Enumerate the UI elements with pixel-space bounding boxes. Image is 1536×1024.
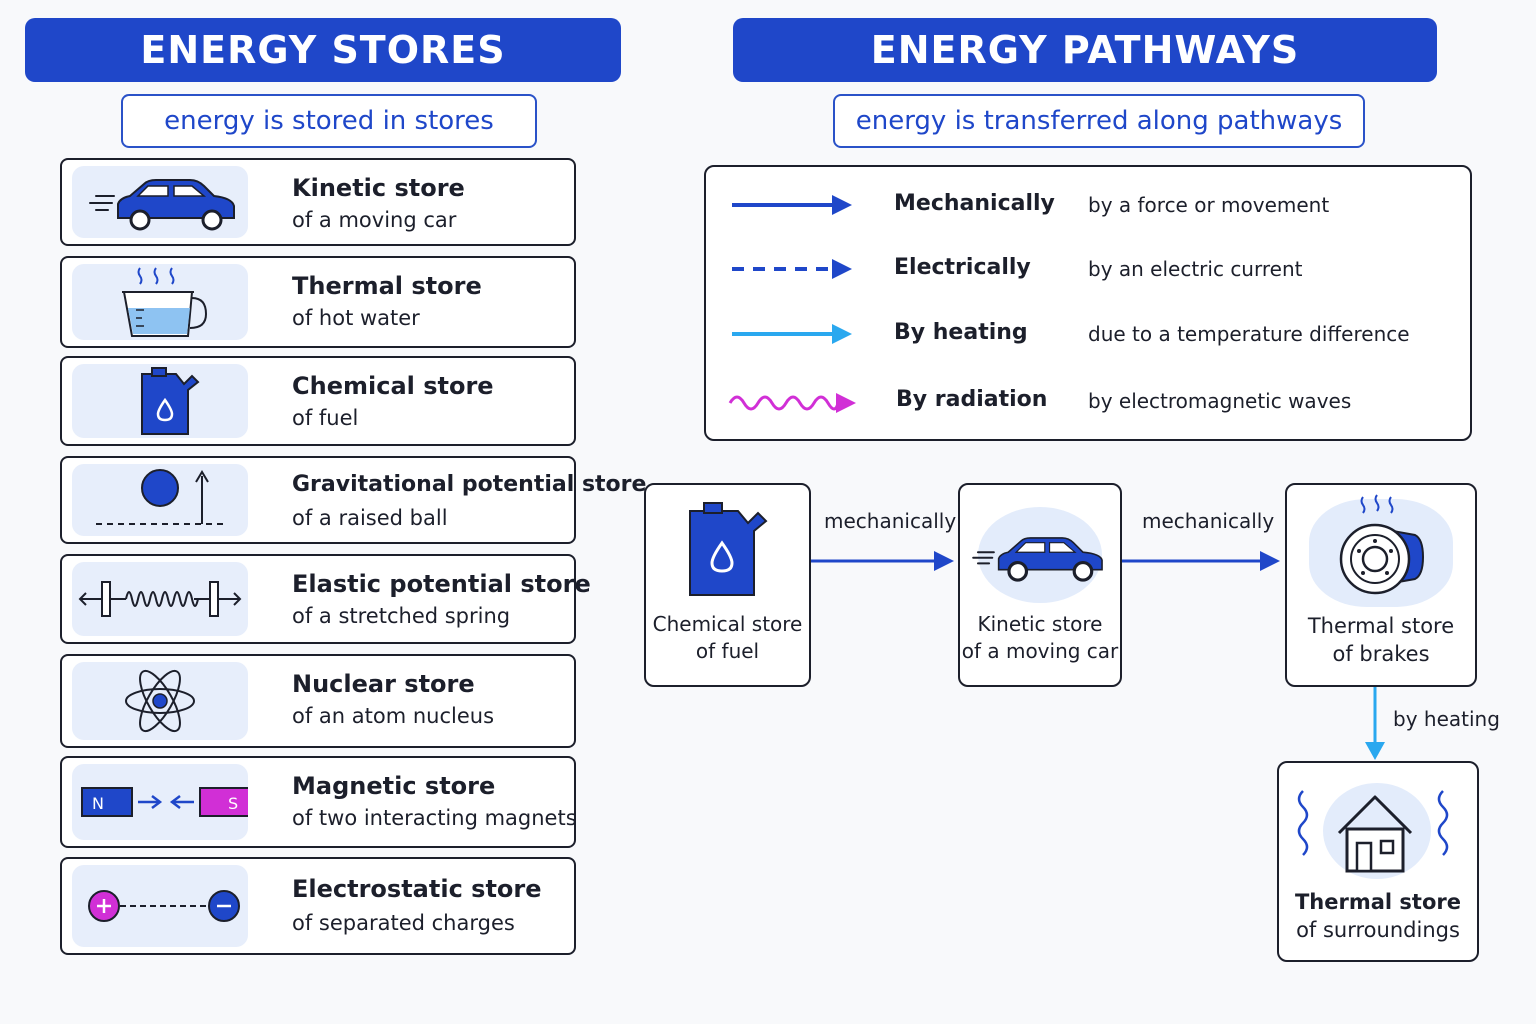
store-desc: of a raised ball xyxy=(292,506,448,530)
magnets-icon: N S xyxy=(72,764,248,840)
magnet-south-label: S xyxy=(228,794,238,813)
hot-water-jug-icon xyxy=(72,264,248,340)
store-title: Magnetic store xyxy=(292,772,496,800)
heat-wave-left xyxy=(1297,790,1309,856)
energy-stores-banner: ENERGY STORES xyxy=(25,18,621,82)
store-card-nuclear: Nuclear store of an atom nucleus xyxy=(60,654,576,748)
flow-node-kinetic-car: Kinetic store of a moving car xyxy=(958,483,1122,687)
brake-disc-icon xyxy=(1339,494,1425,595)
store-title: Gravitational potential store xyxy=(292,472,647,497)
store-card-chemical: Chemical store of fuel xyxy=(60,356,576,446)
store-desc: of fuel xyxy=(292,406,359,430)
fuel-can-icon xyxy=(72,364,248,438)
store-title: Elastic potential store xyxy=(292,570,591,598)
energy-pathways-banner: ENERGY PATHWAYS xyxy=(733,18,1437,82)
fuel-can-icon xyxy=(689,502,768,596)
node-line2: of brakes xyxy=(1332,642,1430,666)
store-card-electrostatic: Electrostatic store of separated charges xyxy=(60,857,576,955)
dashed-arrow-icon xyxy=(732,259,852,279)
flow-arrow-car-to-brakes xyxy=(1121,551,1280,571)
node-line1: Kinetic store xyxy=(977,612,1103,636)
flow-label-by-heating: by heating xyxy=(1393,707,1500,731)
legend-row-electrically: Electrically by an electric current xyxy=(706,249,1470,289)
flow-node-thermal-surroundings: Thermal store of surroundings xyxy=(1277,761,1479,962)
store-title: Kinetic store xyxy=(292,174,465,202)
legend-name: Electrically xyxy=(894,255,1031,280)
flow-arrow-fuel-to-car xyxy=(810,551,954,571)
energy-pathways-subtitle: energy is transferred along pathways xyxy=(833,94,1365,148)
house-icon xyxy=(1297,790,1449,873)
legend-row-heating: By heating due to a temperature differen… xyxy=(706,314,1470,354)
car-icon xyxy=(972,537,1103,582)
node-line1: Thermal store xyxy=(1307,614,1455,638)
store-card-kinetic: Kinetic store of a moving car xyxy=(60,158,576,246)
store-desc: of separated charges xyxy=(292,911,515,935)
store-title: Electrostatic store xyxy=(292,875,542,903)
legend-desc: by electromagnetic waves xyxy=(1088,389,1352,413)
store-card-gravitational: Gravitational potential store of a raise… xyxy=(60,456,646,544)
store-title: Thermal store xyxy=(292,272,482,300)
charges-icon xyxy=(72,865,248,947)
store-desc: of an atom nucleus xyxy=(292,704,495,728)
legend-desc: by an electric current xyxy=(1088,257,1303,281)
store-desc: of a stretched spring xyxy=(292,604,511,628)
car-icon xyxy=(72,166,248,238)
store-desc: of two interacting magnets xyxy=(292,806,577,830)
node-line1: Chemical store xyxy=(652,612,803,636)
heat-wave-right xyxy=(1437,790,1449,856)
flow-arrow-brakes-to-surroundings xyxy=(1365,686,1385,760)
flow-label-mechanically-1: mechanically xyxy=(824,509,957,533)
legend-row-mechanically: Mechanically by a force or movement xyxy=(706,185,1470,225)
magnet-north-label: N xyxy=(92,794,104,813)
legend-row-radiation: By radiation by electromagnetic waves xyxy=(706,381,1470,421)
flow-label-mechanically-2: mechanically xyxy=(1142,509,1275,533)
flow-node-chemical-fuel: Chemical store of fuel xyxy=(644,483,811,687)
energy-pathways-title: ENERGY PATHWAYS xyxy=(870,28,1300,72)
legend-desc: due to a temperature difference xyxy=(1088,322,1410,346)
store-title: Nuclear store xyxy=(292,670,475,698)
legend-desc: by a force or movement xyxy=(1088,193,1330,217)
store-card-elastic: Elastic potential store of a stretched s… xyxy=(60,554,591,644)
legend-name: By heating xyxy=(894,320,1028,345)
store-title: Chemical store xyxy=(292,372,494,400)
atom-icon xyxy=(72,662,248,740)
energy-stores-subtitle: energy is stored in stores xyxy=(121,94,537,148)
node-line1: Thermal store xyxy=(1294,890,1461,914)
flow-node-thermal-brakes: Thermal store of brakes xyxy=(1285,483,1477,687)
heating-arrow-icon xyxy=(732,324,852,344)
energy-stores-title: ENERGY STORES xyxy=(140,28,506,72)
store-card-magnetic: N S Magnetic store of two interacting ma… xyxy=(60,756,577,848)
store-desc: of hot water xyxy=(292,306,420,330)
node-line2: of fuel xyxy=(695,639,760,663)
node-line2: of surroundings xyxy=(1296,918,1460,942)
solid-arrow-icon xyxy=(732,195,852,215)
raised-ball-icon xyxy=(72,464,248,536)
spring-icon xyxy=(72,562,248,636)
store-desc: of a moving car xyxy=(292,208,457,232)
node-line2: of a moving car xyxy=(961,639,1119,663)
pathway-legend: Mechanically by a force or movement Elec… xyxy=(704,165,1472,441)
legend-name: By radiation xyxy=(896,387,1048,412)
legend-name: Mechanically xyxy=(894,191,1055,216)
store-card-thermal: Thermal store of hot water xyxy=(60,256,576,348)
wave-arrow-icon xyxy=(728,393,856,413)
